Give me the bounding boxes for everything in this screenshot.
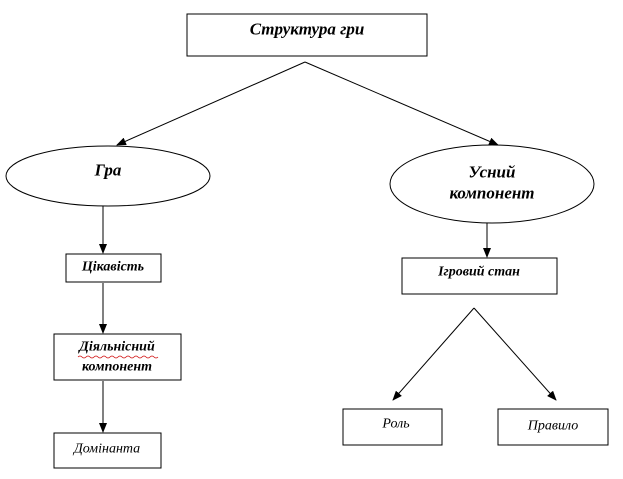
edge-gamestate-to-rule [473,307,557,401]
node-interest: Цікавість [65,253,162,283]
node-rule: Правило [497,408,609,446]
node-oral-component: Усний компонент [389,144,595,224]
edge-root-to-game [116,61,306,146]
node-root: Структура гри [186,13,428,57]
node-game: Гра [5,145,211,207]
node-oral-line2: компонент [449,184,534,203]
node-interest-label: Цікавість [81,260,144,275]
node-activity-component: Діяльнісний компонент [53,333,182,381]
edge-gamestate-to-role [392,307,475,401]
node-activity-line2: компонент [82,360,152,375]
spellcheck-underline [77,355,159,359]
edges [99,61,557,433]
node-oral-line1: Усний [469,163,516,182]
node-role-label: Роль [381,417,409,432]
node-role: Роль [342,408,443,446]
node-dominant: Домінанта [53,432,162,469]
node-rule-label: Правило [527,419,578,434]
node-game-label: Гра [94,161,122,180]
node-dominant-label: Домінанта [72,442,140,457]
node-game-state: Ігровий стан [401,257,558,295]
edge-root-to-oral [304,61,499,146]
node-game-state-label: Ігровий стан [437,265,520,280]
node-root-label: Структура гри [250,20,365,39]
node-activity-line1: Діяльнісний [77,340,155,355]
